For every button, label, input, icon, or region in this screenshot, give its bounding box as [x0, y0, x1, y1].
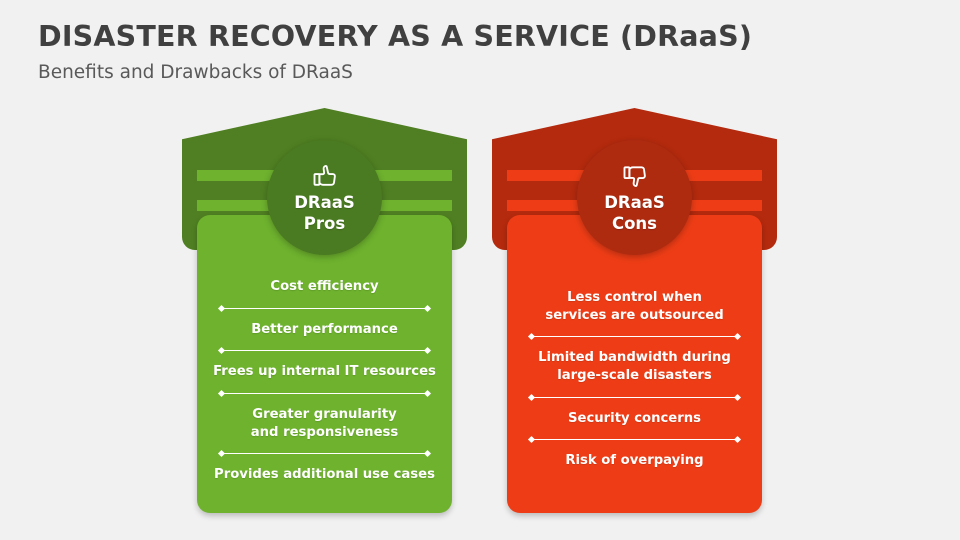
- pros-badge: DRaaS Pros: [267, 140, 382, 255]
- list-divider: [531, 336, 738, 338]
- cons-badge-label: DRaaS Cons: [604, 193, 665, 233]
- list-divider: [221, 350, 428, 352]
- cons-badge-line1: DRaaS: [604, 193, 665, 213]
- list-divider: [221, 393, 428, 395]
- list-item: Risk of overpaying: [565, 453, 704, 469]
- cons-badge-line2: Cons: [611, 213, 657, 233]
- pros-badge-label: DRaaS Pros: [294, 193, 355, 233]
- page-subtitle: Benefits and Drawbacks of DRaaS: [38, 61, 353, 83]
- pros-badge-line1: DRaaS: [294, 193, 355, 213]
- cons-panel-body: [507, 215, 762, 513]
- thumbs-down-icon: [623, 166, 646, 188]
- thumbs-up-icon: [313, 165, 336, 187]
- list-divider: [221, 453, 428, 455]
- list-item: Security concerns: [568, 410, 701, 426]
- cons-badge: DRaaS Cons: [577, 140, 692, 255]
- list-item: Better performance: [251, 321, 398, 337]
- list-divider: [531, 439, 738, 441]
- slide-header: DISASTER RECOVERY AS A SERVICE (DRaaS) B…: [38, 20, 918, 84]
- list-divider: [221, 307, 428, 309]
- list-item: Provides additional use cases: [214, 467, 435, 483]
- page-title: DISASTER RECOVERY AS A SERVICE (DRaaS): [38, 20, 753, 53]
- pros-panel-body: [197, 215, 452, 513]
- list-divider: [531, 396, 738, 398]
- pros-badge-line2: Pros: [303, 213, 346, 233]
- list-item: Cost efficiency: [270, 279, 379, 294]
- list-item: Frees up internal IT resources: [213, 364, 436, 380]
